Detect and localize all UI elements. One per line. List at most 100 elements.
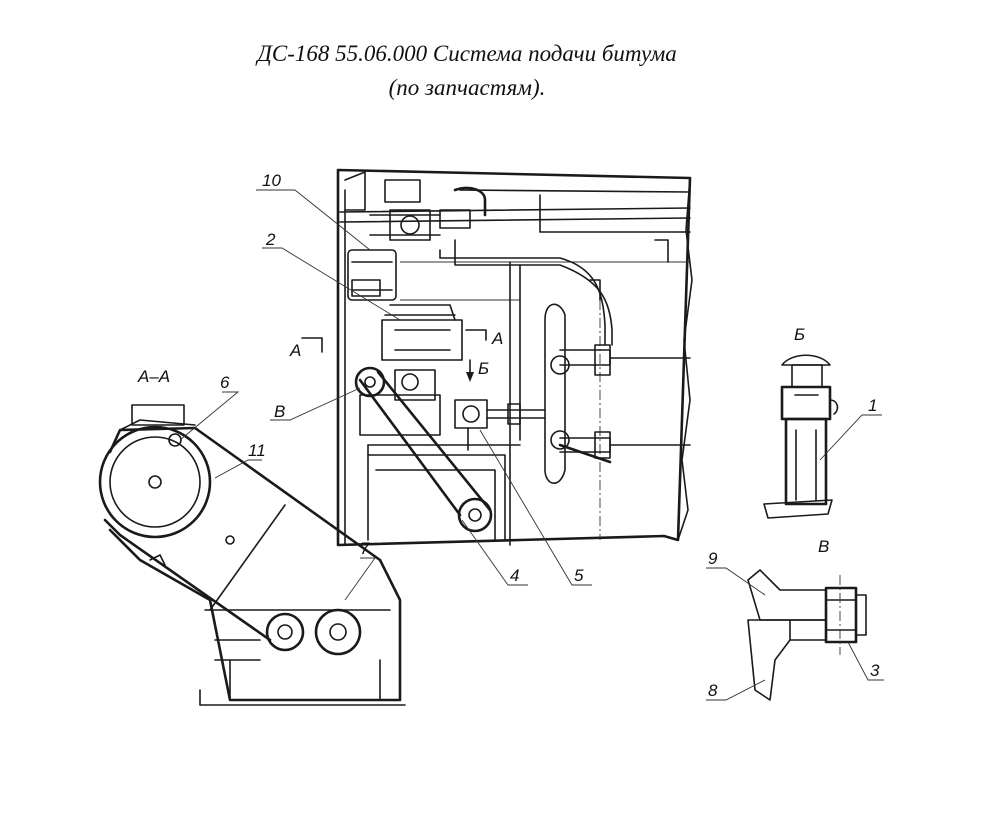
flange-upper-section bbox=[747, 569, 827, 621]
valve-5-body bbox=[454, 399, 488, 429]
filter-fitting bbox=[829, 399, 839, 415]
drive-pulley-bottom-hub bbox=[468, 508, 482, 522]
coupling bbox=[824, 586, 858, 644]
valve-right bbox=[439, 209, 471, 229]
base-box bbox=[367, 454, 506, 541]
frame-rail-1 bbox=[339, 207, 691, 213]
valve-5-wheel bbox=[462, 405, 480, 423]
leader-6 bbox=[179, 391, 240, 441]
top-bracket bbox=[344, 171, 366, 211]
frame-box bbox=[539, 194, 691, 233]
tensioner-rod bbox=[209, 504, 286, 611]
filter-base bbox=[763, 499, 833, 519]
pivot-bolt bbox=[225, 535, 235, 545]
gearbox-base bbox=[199, 689, 406, 706]
large-pulley-rim bbox=[109, 436, 201, 528]
break-line bbox=[677, 177, 693, 541]
callout-10: 10 bbox=[262, 171, 281, 190]
coupling-end bbox=[855, 594, 867, 636]
electric-motor bbox=[347, 249, 397, 301]
valve-housing bbox=[389, 209, 431, 241]
callout-5: 5 bbox=[574, 566, 584, 585]
callout-2: 2 bbox=[265, 230, 276, 249]
tank-body bbox=[544, 303, 566, 484]
leader-v bbox=[270, 387, 361, 421]
bracket-small bbox=[149, 554, 166, 566]
bracket-right bbox=[654, 239, 669, 263]
tank-fitting-lower bbox=[550, 430, 570, 450]
section-a-a: А–А 6 11 bbox=[98, 367, 406, 706]
leader-3 bbox=[847, 641, 884, 681]
belt-upper bbox=[358, 378, 462, 517]
leader-1 bbox=[819, 414, 882, 461]
gearbox-legs bbox=[229, 659, 381, 701]
leader-10 bbox=[256, 189, 371, 251]
pipe-to-tank bbox=[486, 409, 546, 419]
view-v-label: В bbox=[818, 537, 829, 556]
cap bbox=[781, 354, 831, 366]
drive-pulley-hub bbox=[364, 376, 376, 388]
section-label-b: Б bbox=[478, 359, 489, 378]
motor-ribs bbox=[351, 261, 393, 291]
view-b-label: Б bbox=[794, 325, 805, 344]
outlet-handle bbox=[558, 443, 612, 464]
belt-guard bbox=[119, 419, 196, 431]
outlet-upper-flange bbox=[594, 344, 611, 376]
section-label-a-left: А bbox=[289, 341, 301, 360]
belt-bottom-span bbox=[103, 518, 272, 642]
callout-1: 1 bbox=[868, 396, 877, 415]
section-label-a-right: А bbox=[491, 329, 503, 348]
base-inner bbox=[375, 469, 496, 541]
filter-head bbox=[780, 385, 832, 421]
motor-housing bbox=[131, 404, 185, 426]
reducer-ribs bbox=[394, 329, 451, 351]
gearbox-frame bbox=[108, 528, 402, 702]
leader-11 bbox=[214, 459, 262, 479]
drawing-subtitle: (по запчастям). bbox=[388, 75, 546, 100]
leader-5 bbox=[479, 429, 592, 586]
leader-9 bbox=[706, 567, 766, 596]
tank-fitting-upper bbox=[550, 355, 570, 375]
callout-9: 9 bbox=[708, 549, 718, 568]
gearbox-ribs bbox=[214, 639, 261, 661]
gear-right bbox=[314, 608, 362, 656]
main-assembly: А А Б 10 2 В 4 5 bbox=[256, 168, 693, 586]
leader-2 bbox=[262, 247, 401, 321]
callout-7: 7 bbox=[360, 539, 370, 558]
belt-lower bbox=[376, 370, 492, 512]
outlet-lower-flange bbox=[594, 431, 611, 459]
callout-3: 3 bbox=[870, 661, 880, 680]
drive-pulley-bottom bbox=[457, 497, 493, 533]
pipe-flange bbox=[507, 403, 521, 425]
leader-7 bbox=[344, 557, 376, 601]
flange-gap bbox=[789, 619, 827, 641]
belt-top-span bbox=[108, 426, 382, 562]
drive-pulley-top bbox=[354, 366, 386, 398]
pipe-top bbox=[453, 186, 487, 217]
outlet-upper bbox=[559, 349, 611, 366]
delivery-pipe-inner bbox=[439, 249, 606, 346]
cap-neck bbox=[791, 364, 823, 388]
top-valve-block bbox=[384, 179, 421, 203]
valve-wheel bbox=[400, 215, 420, 235]
pump-flange bbox=[401, 373, 419, 391]
gear-left bbox=[265, 612, 305, 652]
gear-left-hub bbox=[277, 624, 293, 640]
section-a-a-label: А–А bbox=[137, 367, 170, 386]
section-arrow-b bbox=[466, 372, 474, 382]
filter-body bbox=[784, 417, 828, 506]
section-mark-a-right bbox=[465, 329, 487, 341]
pipe-horizontal-top bbox=[369, 214, 441, 236]
reducer-top bbox=[384, 304, 456, 321]
leader-4 bbox=[461, 519, 528, 586]
callout-v: В bbox=[274, 402, 285, 421]
frame-rail-3 bbox=[459, 189, 691, 193]
flange-lower-section bbox=[747, 619, 791, 701]
view-b: Б 1 bbox=[763, 325, 882, 519]
tension-bolt bbox=[168, 433, 182, 447]
frame-rail-2 bbox=[339, 217, 691, 223]
filter-ribs bbox=[795, 429, 817, 501]
callout-6: 6 bbox=[220, 373, 230, 392]
